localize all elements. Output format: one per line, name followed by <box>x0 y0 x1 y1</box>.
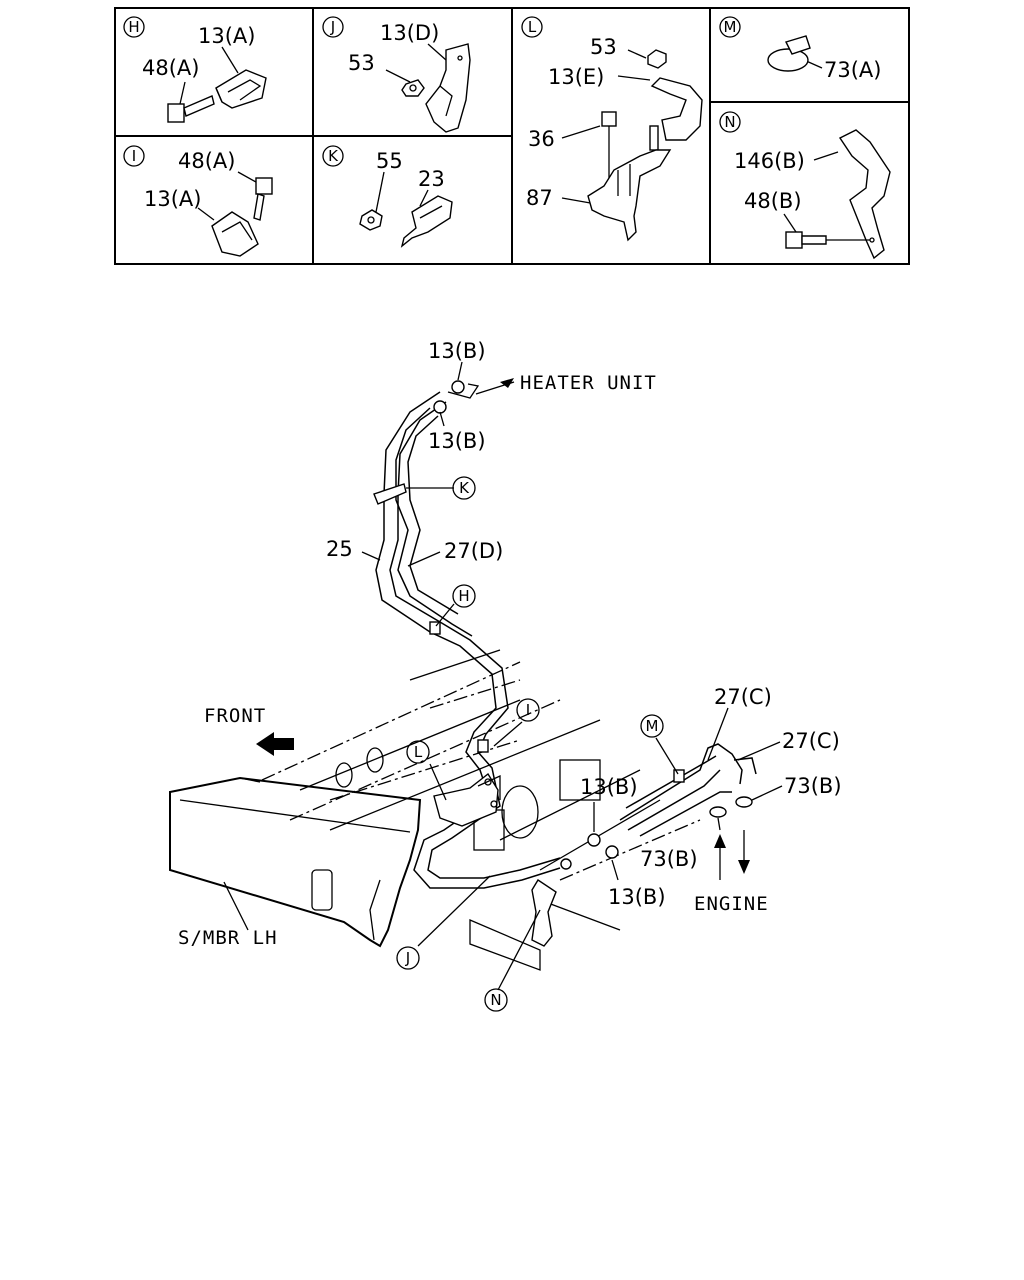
hose-25 <box>375 391 561 889</box>
leader-lines <box>223 361 783 991</box>
engine-arrows-icon <box>714 830 750 880</box>
label-13a: 13(A) <box>198 24 255 48</box>
marker-m <box>719 16 741 38</box>
label-13b-low-1: 13(B) <box>580 775 638 799</box>
marker-n-letter: N <box>724 113 735 131</box>
heater-arrow-icon <box>500 378 514 388</box>
front-label: FRONT <box>204 705 266 727</box>
label-73b-1: 73(B) <box>784 774 842 798</box>
label-27d: 27(D) <box>444 539 503 563</box>
marker-k <box>322 145 344 167</box>
panel-m: M 73(A) <box>719 16 881 82</box>
marker-h <box>123 16 145 38</box>
callout-m: M <box>640 714 664 738</box>
label-55: 55 <box>376 149 403 173</box>
label-23: 23 <box>418 167 445 191</box>
svg-text:K: K <box>459 479 470 497</box>
bolt-36-icon <box>601 111 617 180</box>
nut-55-icon <box>359 209 383 231</box>
clamp-top-icons <box>433 380 480 414</box>
bracket-13d-icon <box>425 43 471 133</box>
clip-h-icon <box>429 621 441 635</box>
marker-m-letter: M <box>724 18 737 36</box>
bolt-48b-icon <box>785 231 870 249</box>
callout-n: N <box>484 988 508 1012</box>
marker-j-letter: J <box>330 18 335 36</box>
clamp-23-icon <box>400 195 453 248</box>
label-27c-2: 27(C) <box>782 729 840 753</box>
pipe-n-icon <box>531 879 557 947</box>
bracket-l-icon <box>433 772 501 827</box>
marker-l <box>521 16 543 38</box>
callout-j: J <box>396 946 420 970</box>
label-13d: 13(D) <box>380 21 439 45</box>
panel-j: J 13(D) 53 <box>322 16 471 133</box>
label-36: 36 <box>528 127 555 151</box>
engine-label: ENGINE <box>694 893 769 915</box>
marker-i <box>123 145 145 167</box>
label-53: 53 <box>348 51 375 75</box>
heater-unit-label: HEATER UNIT <box>520 372 657 394</box>
clip-13a-i-icon <box>211 211 259 257</box>
label-13b-top-1: 13(B) <box>428 339 486 363</box>
clamp-13e-icon <box>649 77 703 151</box>
clip-i-icon <box>477 739 489 753</box>
label-73a: 73(A) <box>824 58 881 82</box>
svg-text:M: M <box>646 717 659 735</box>
label-13a-i: 13(A) <box>144 187 201 211</box>
marker-j <box>322 16 344 38</box>
label-146b: 146(B) <box>734 149 805 173</box>
panel-l: L 53 13(E) 36 87 <box>521 16 703 242</box>
label-53-l: 53 <box>590 35 617 59</box>
callout-l: L <box>406 740 430 764</box>
nut-53-icon <box>401 79 425 97</box>
label-48b: 48(B) <box>744 189 802 213</box>
label-73b-2: 73(B) <box>640 847 698 871</box>
label-13b-low-2: 13(B) <box>608 885 666 909</box>
svg-text:I: I <box>526 701 530 719</box>
svg-text:N: N <box>490 991 501 1009</box>
marker-l-letter: L <box>528 18 537 36</box>
clip-73b-icons <box>709 796 753 818</box>
marker-h-letter: H <box>128 18 139 36</box>
callout-h: H <box>452 584 476 608</box>
svg-text:L: L <box>414 743 423 761</box>
clip-13a-icon <box>215 69 267 109</box>
clip-m-icon <box>673 769 685 783</box>
panel-n: N 146(B) 48(B) <box>719 111 891 260</box>
hose-27c <box>619 743 757 837</box>
panel-k: K 55 23 <box>322 145 453 248</box>
label-27c-1: 27(C) <box>714 685 772 709</box>
clamp-low-icons <box>560 833 619 870</box>
side-member-label: S/MBR LH <box>178 927 278 949</box>
front-arrow-icon <box>256 732 294 756</box>
marker-i-letter: I <box>132 147 136 165</box>
detail-grid <box>114 7 910 265</box>
label-48a: 48(A) <box>142 56 199 80</box>
clip-73a-icon <box>767 35 811 72</box>
callout-k: K <box>452 476 476 500</box>
marker-n <box>719 111 741 133</box>
bracket-87-icon <box>587 149 672 242</box>
label-25: 25 <box>326 537 353 561</box>
marker-k-letter: K <box>328 147 339 165</box>
label-13e: 13(E) <box>548 65 604 89</box>
bracket-146b-icon <box>838 129 891 260</box>
label-87: 87 <box>526 186 553 210</box>
panel-h: H 13(A) 48(A) <box>123 16 267 123</box>
label-13b-top-2: 13(B) <box>428 429 486 453</box>
svg-text:J: J <box>405 949 410 967</box>
hose-27d <box>395 407 473 637</box>
clamp-k-icon <box>373 483 407 505</box>
panel-i: I 48(A) 13(A) <box>123 145 273 257</box>
bolt-48a-i-icon <box>253 177 273 221</box>
callout-i: I <box>516 698 540 722</box>
label-48a-i: 48(A) <box>178 149 235 173</box>
nut-53-l-icon <box>647 49 667 69</box>
frame-structure <box>169 649 701 971</box>
bolt-48a-icon <box>167 95 215 123</box>
svg-text:H: H <box>458 587 469 605</box>
